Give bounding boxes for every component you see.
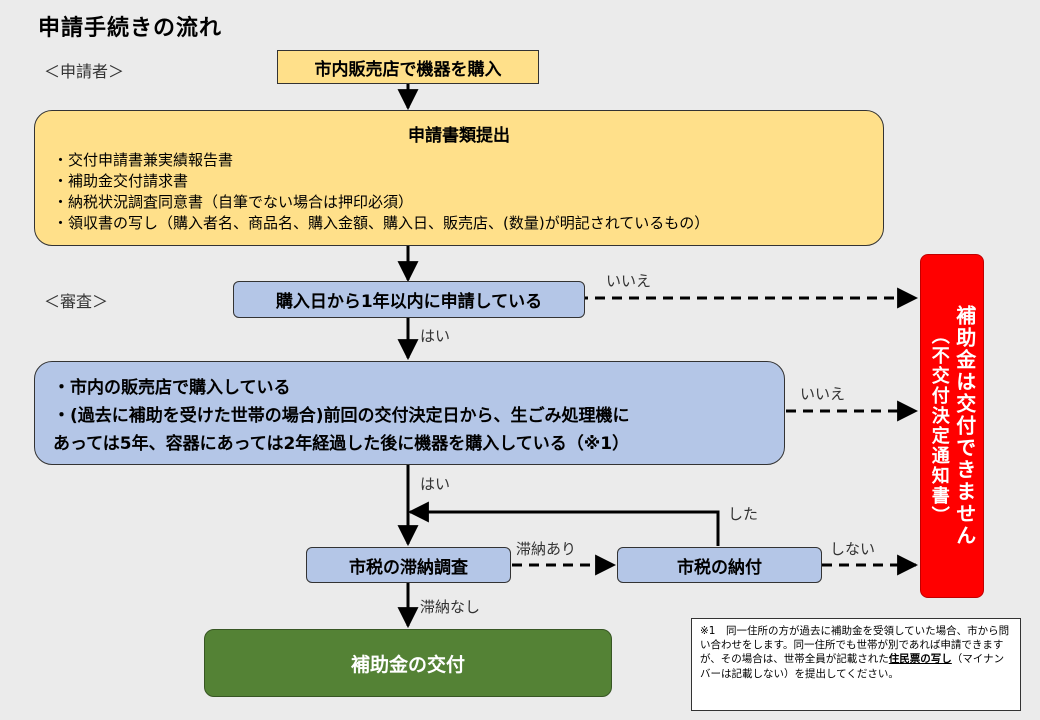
edge-not-delinquent: 滞納なし <box>420 598 481 616</box>
not-eligible-box: 補助金は交付できません （不交付決定通知書） <box>920 254 984 598</box>
edge-yes-1: はい <box>420 327 451 345</box>
submit-heading: 申請書類提出 <box>408 126 510 146</box>
grant-box: 補助金の交付 <box>204 629 612 697</box>
edge-yes-2: はい <box>420 475 451 493</box>
purchase-box: 市内販売店で機器を購入 <box>277 50 539 84</box>
footnote-box: ※1 同一住所の方が過去に補助金を受領していた場合、市から問い合わせをします。同… <box>691 618 1021 711</box>
submit-documents-box: 申請書類提出 ・交付申請書兼実績報告書 ・補助金交付請求書 ・納税状況調査同意書… <box>34 110 884 246</box>
store-eligibility-check: ・市内の販売店で購入している ・(過去に補助を受けた世帯の場合)前回の交付決定日… <box>34 361 785 465</box>
document-item: ・領収書の写し（購入者名、商品名、購入金額、購入日、販売店、(数量)が明記されて… <box>53 214 710 232</box>
edge-no-2: いいえ <box>800 385 846 403</box>
footnote-text: ※1 同一住所の方が過去に補助金を受領していた場合、市から問い合わせをします。同… <box>700 625 1010 666</box>
edge-no-1: いいえ <box>606 272 652 290</box>
not-eligible-sub: （不交付決定通知書） <box>928 326 950 526</box>
applicant-label: ＜申請者＞ <box>44 62 125 81</box>
not-eligible-main: 補助金は交付できません <box>952 305 977 547</box>
edge-paid: した <box>728 505 759 523</box>
edge-delinquent: 滞納あり <box>516 540 577 558</box>
footnote-emphasis: 住民票の写し <box>888 653 952 666</box>
document-item: ・納税状況調査同意書（自筆でない場合は押印必須） <box>53 193 414 211</box>
store-check-line: ・(過去に補助を受けた世帯の場合)前回の交付決定日から、生ごみ処理機に <box>53 406 630 426</box>
document-item: ・補助金交付請求書 <box>53 172 189 190</box>
store-check-line: あっては5年、容器にあっては2年経過した後に機器を購入している（※1） <box>53 434 630 454</box>
edge-not-paid: しない <box>830 540 876 558</box>
document-item: ・交付申請書兼実績報告書 <box>53 151 234 169</box>
review-label: ＜審査＞ <box>44 292 109 311</box>
tax-delinquency-check: 市税の滞納調査 <box>306 547 511 583</box>
tax-payment-box: 市税の納付 <box>617 547 822 583</box>
within-one-year-check: 購入日から1年以内に申請している <box>233 281 585 318</box>
arrow-paid-loop <box>407 501 720 546</box>
page-title: 申請手続きの流れ <box>38 16 223 41</box>
store-check-line: ・市内の販売店で購入している <box>53 378 291 398</box>
footnote-text-end: （マイナンバーは記載しない）を提出してください。 <box>700 653 1005 680</box>
